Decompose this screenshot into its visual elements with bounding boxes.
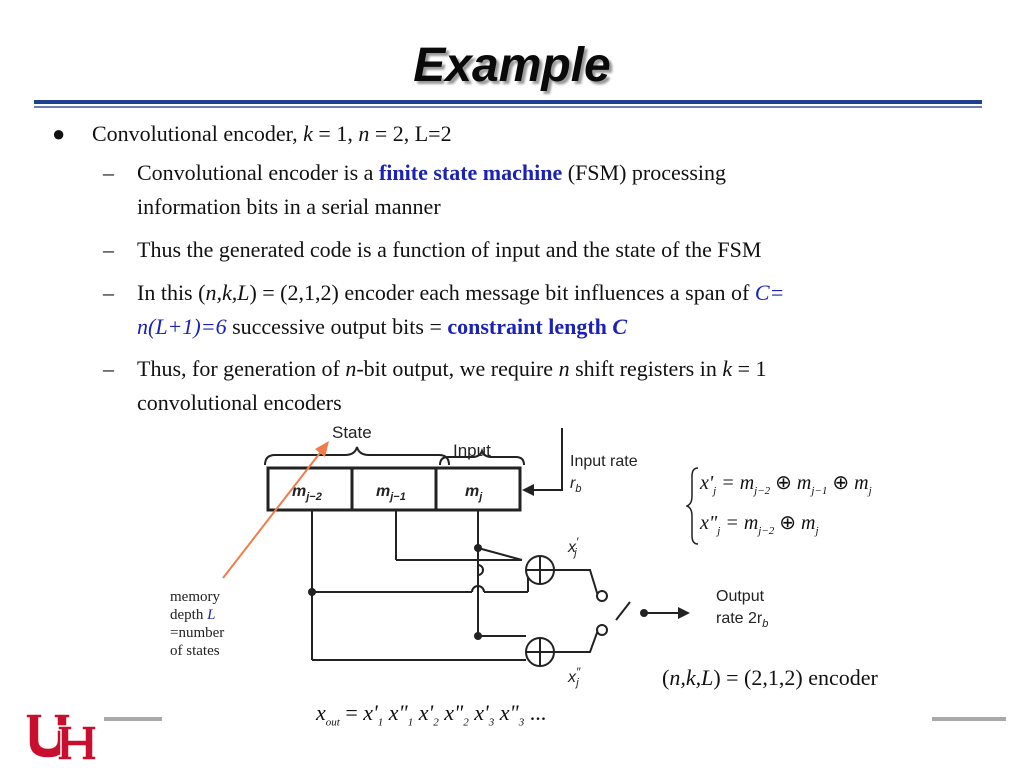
register-cell-mj1: mj−1 xyxy=(376,483,406,503)
slide-title: Example xyxy=(413,39,611,92)
equation-2: x"j = mj−2 ⊕ mj xyxy=(700,512,819,537)
encoder-diagram: State Input mj−2 mj−1 mj Input rate rb x… xyxy=(264,423,690,689)
title-rule-bottom xyxy=(34,106,982,108)
state-label: State xyxy=(332,423,372,442)
sub-bullet-4: – Thus, for generation of n-bit output, … xyxy=(103,356,767,415)
shift-register xyxy=(266,466,522,512)
input-rate-label: Input rate xyxy=(570,453,638,470)
output-upper-label: x′j xyxy=(567,535,579,559)
encoder-params-note: (n,k,L) = (2,1,2) encoder xyxy=(662,665,878,690)
commutator-switch xyxy=(615,601,631,621)
equation-system: x'j = mj−2 ⊕ mj−1 ⊕ mj x"j = mj−2 ⊕ mj xyxy=(686,466,986,546)
output-label: Output xyxy=(716,588,765,605)
sub-bullet-2: – Thus the generated code is a function … xyxy=(103,237,762,262)
memory-arrow xyxy=(222,441,329,579)
sub-bullet-3: – In this (n,k,L) = (2,1,2) encoder each… xyxy=(103,280,785,339)
register-cell-mj: mj xyxy=(465,483,483,503)
register-cell-mj2: mj−2 xyxy=(292,483,322,503)
footer-line-right xyxy=(932,717,1006,721)
input-label: Input xyxy=(453,441,491,460)
output-rate-block: Output rate 2rb xyxy=(716,586,768,635)
bullet-dot: ● xyxy=(52,121,66,146)
input-rate-symbol: rb xyxy=(570,475,581,495)
uh-logo-icon xyxy=(25,713,97,761)
bullet-1: Convolutional encoder, k = 1, n = 2, L=2 xyxy=(92,121,452,146)
sub-bullet-1: – Convolutional encoder is a finite stat… xyxy=(103,160,727,219)
output-rate-label: rate 2rb xyxy=(716,610,769,631)
output-lower-label: x″j xyxy=(567,665,581,689)
equation-1: x'j = mj−2 ⊕ mj−1 ⊕ mj xyxy=(700,472,872,497)
constraint-length-highlight: constraint length xyxy=(447,314,613,339)
footer-line-left xyxy=(104,717,162,721)
memory-note: memory depth L =number of states xyxy=(170,589,225,659)
title-rule-top xyxy=(34,100,982,104)
fsm-highlight: finite state machine xyxy=(378,160,563,185)
xout-formula: xout = x'1 x"1 x'2 x"2 x'3 x"3 ... xyxy=(316,700,547,729)
